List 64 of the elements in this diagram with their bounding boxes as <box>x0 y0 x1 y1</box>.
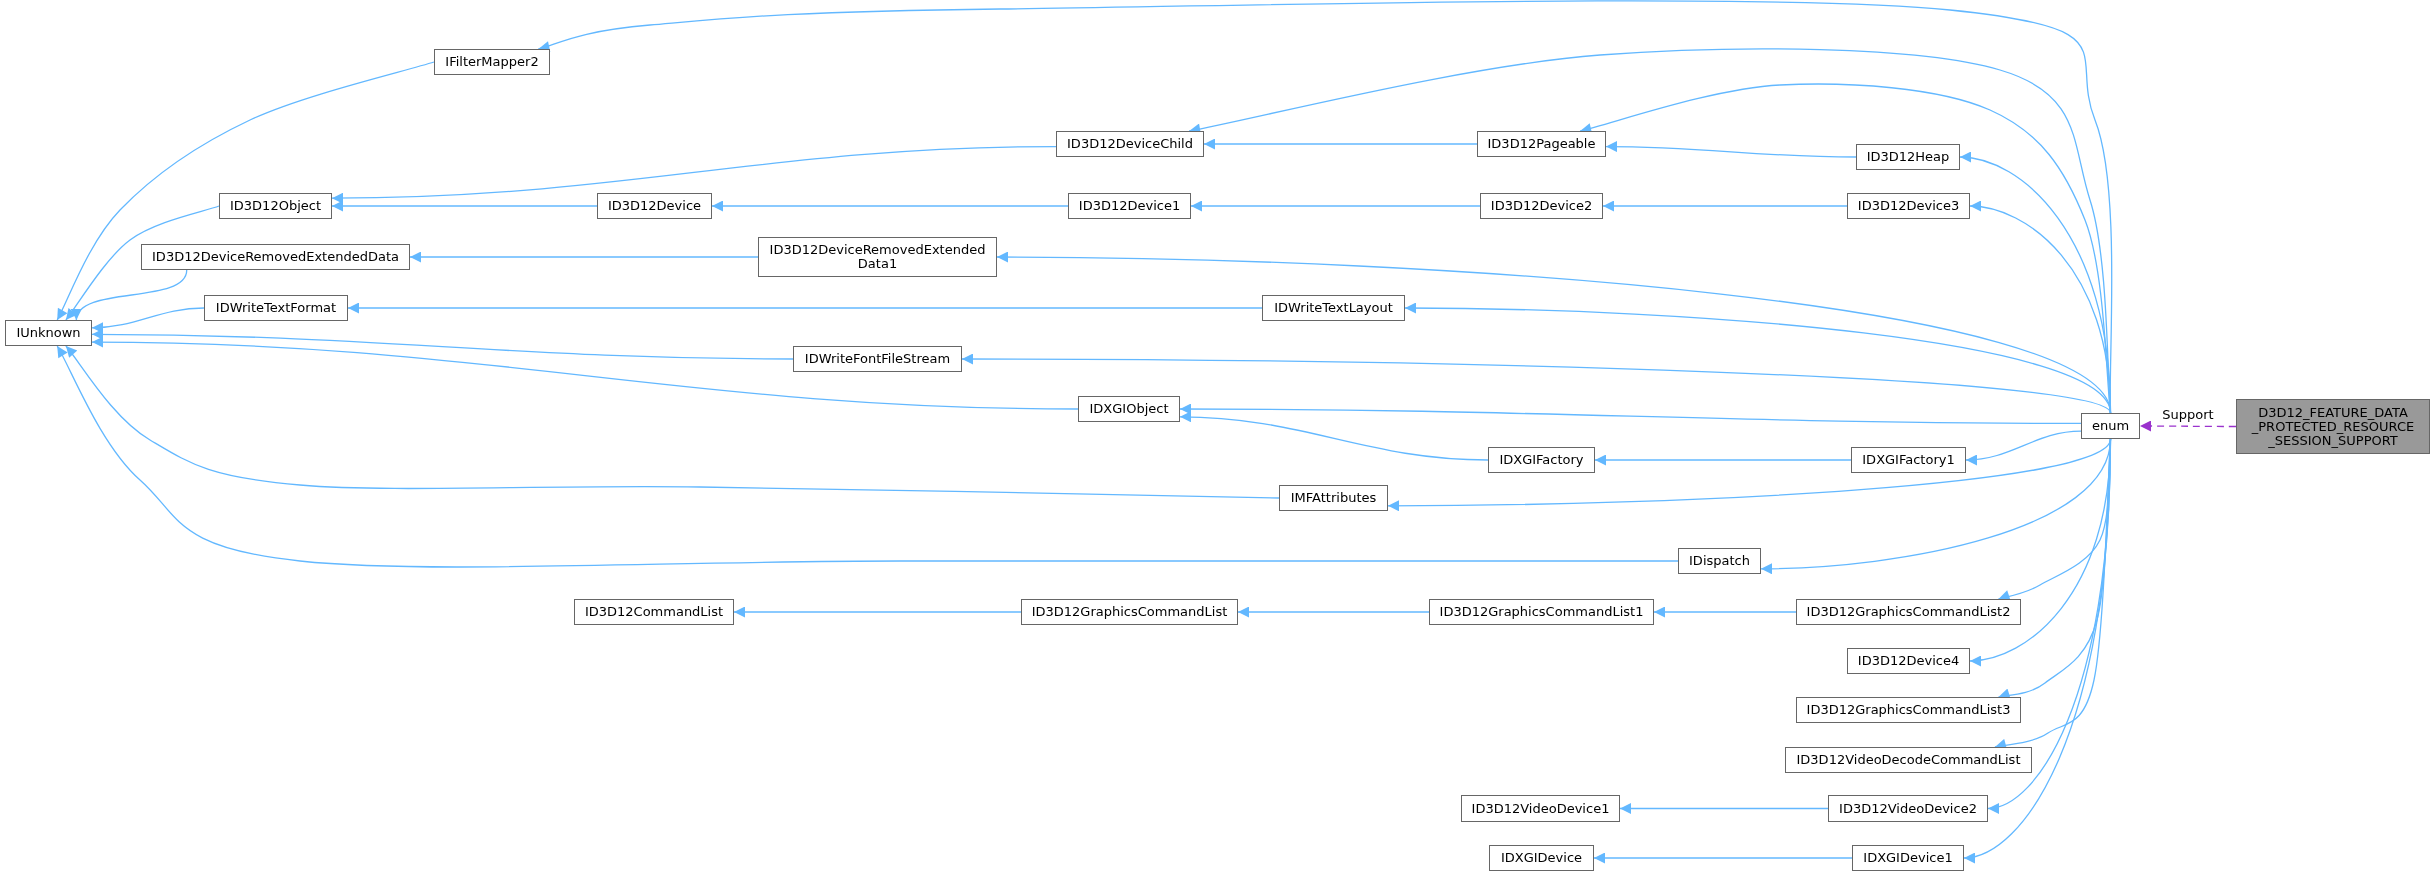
edge-label: Support <box>2160 408 2216 423</box>
class-node: IDXGIFactory1 <box>1851 447 1966 473</box>
class-node: ID3D12DeviceRemovedExtended Data1 <box>758 237 997 277</box>
inheritance-arrow <box>56 345 1679 568</box>
class-node: ID3D12GraphicsCommandList <box>1021 599 1238 625</box>
class-node: ID3D12Device <box>597 193 712 219</box>
class-node: ID3D12Device2 <box>1480 193 1603 219</box>
class-node: ID3D12VideoDecodeCommandList <box>1785 747 2032 773</box>
inheritance-arrow <box>1593 852 1853 864</box>
class-node: IUnknown <box>5 320 92 346</box>
class-node: IDXGIDevice <box>1489 845 1594 871</box>
inheritance-arrow <box>733 606 1022 618</box>
inheritance-arrow <box>347 302 1263 314</box>
class-node: ID3D12VideoDevice2 <box>1828 795 1988 822</box>
class-node: IDXGIObject <box>1078 396 1180 422</box>
inheritance-arrow <box>1190 200 1481 212</box>
class-node: IDWriteTextFormat <box>204 295 348 321</box>
inheritance-arrow <box>56 61 435 321</box>
class-node: enum <box>2081 413 2140 439</box>
class-node: IDWriteTextLayout <box>1262 295 1405 321</box>
class-node: IDXGIFactory <box>1488 447 1595 473</box>
inheritance-arrow <box>1965 430 2082 465</box>
inheritance-arrow <box>91 328 794 360</box>
class-node: IDispatch <box>1678 548 1761 574</box>
class-node: IMFAttributes <box>1279 485 1388 511</box>
inheritance-arrow <box>65 345 1280 499</box>
class-node: ID3D12Device3 <box>1847 193 1970 219</box>
inheritance-arrow <box>91 336 1079 410</box>
inheritance-arrow <box>1179 403 2082 425</box>
class-node: IDXGIDevice1 <box>1852 845 1964 871</box>
inheritance-arrow <box>1602 200 1848 212</box>
inheritance-arrow <box>1387 438 2112 512</box>
class-node: ID3D12Object <box>219 193 332 219</box>
dashed-arrow <box>2139 420 2237 432</box>
inheritance-arrow <box>1653 606 1797 618</box>
class-node: IFilterMapper2 <box>434 49 550 75</box>
inheritance-arrow <box>331 200 598 212</box>
inheritance-arrow <box>711 200 1069 212</box>
inheritance-arrow <box>1594 454 1852 466</box>
class-node: IDWriteFontFileStream <box>793 346 962 372</box>
inheritance-arrow <box>409 251 759 263</box>
class-node: ID3D12GraphicsCommandList3 <box>1796 697 2021 723</box>
class-node: D3D12_FEATURE_DATA _PROTECTED_RESOURCE _SESSION_SUPPORT <box>2236 399 2430 454</box>
class-node: ID3D12GraphicsCommandList1 <box>1429 599 1654 625</box>
inheritance-arrow <box>331 145 1057 204</box>
inheritance-arrow <box>1605 141 1857 158</box>
class-node: ID3D12VideoDevice1 <box>1461 795 1620 822</box>
class-node: ID3D12DeviceRemovedExtendedData <box>141 244 410 270</box>
class-node: ID3D12Heap <box>1856 144 1960 170</box>
class-node: ID3D12Pageable <box>1477 131 1606 157</box>
class-node: ID3D12GraphicsCommandList2 <box>1796 599 2021 625</box>
inheritance-arrow <box>65 205 220 321</box>
class-node: ID3D12DeviceChild <box>1056 131 1204 157</box>
inheritance-arrow <box>1179 411 1489 461</box>
class-node: ID3D12CommandList <box>574 599 734 625</box>
inheritance-arrow <box>1619 803 1829 814</box>
inheritance-arrow <box>91 307 205 333</box>
inheritance-arrow <box>74 269 188 321</box>
inheritance-arrow <box>1237 606 1430 618</box>
inheritance-arrow <box>1203 138 1478 150</box>
inheritance-arrow <box>1963 438 2112 862</box>
inheritance-arrow <box>961 353 2112 414</box>
class-node: ID3D12Device4 <box>1847 648 1970 674</box>
class-node: ID3D12Device1 <box>1068 193 1191 219</box>
